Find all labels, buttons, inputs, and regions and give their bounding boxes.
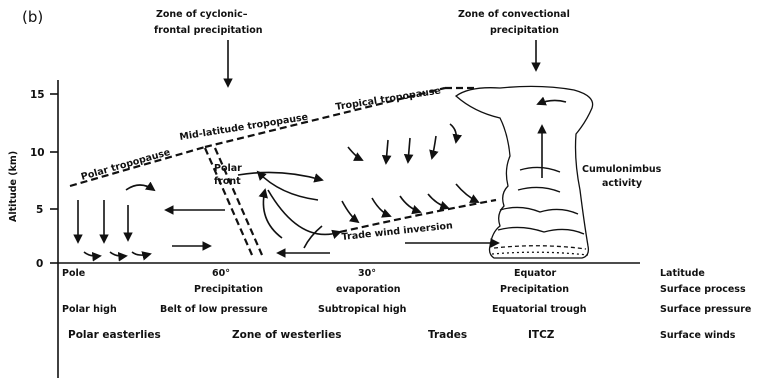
hadley-down-arrow-9 <box>428 194 448 208</box>
convectional-zone-label-1: Zone of convectional <box>458 9 570 20</box>
y-tick-label-5: 5 <box>36 204 43 216</box>
polar-cell-arrow-7 <box>132 252 150 255</box>
polar-front-label-2: front <box>214 176 241 187</box>
cloud-top-arrow <box>538 100 566 104</box>
lat-equator: Equator <box>514 268 557 279</box>
polar-front-label-1: Polar <box>214 163 242 174</box>
pressure-subtropical-high: Subtropical high <box>318 304 407 315</box>
pressure-equatorial-trough: Equatorial trough <box>492 304 587 315</box>
y-axis-label: Altitude (km) <box>8 151 19 222</box>
polar-cell-arrow-6 <box>110 252 126 256</box>
process-precip-eq: Precipitation <box>500 284 569 295</box>
cyclonic-zone-label-2: frontal precipitation <box>154 25 263 36</box>
y-tick-label-15: 15 <box>30 89 45 101</box>
cloud-texture-1 <box>500 207 578 214</box>
winds-polar-easterlies: Polar easterlies <box>68 329 161 341</box>
cyclonic-zone-label-1: Zone of cyclonic– <box>156 9 248 20</box>
process-legend: Surface process <box>660 284 746 295</box>
lat-legend: Latitude <box>660 268 705 279</box>
lat-60: 60° <box>212 268 230 279</box>
y-tick-label-10: 10 <box>30 147 45 159</box>
winds-legend: Surface winds <box>660 330 736 341</box>
winds-trades: Trades <box>428 329 467 341</box>
trade-wind-inversion-label: Trade wind inversion <box>341 220 453 243</box>
cumulonimbus-label-2: activity <box>602 178 643 189</box>
lat-30: 30° <box>358 268 376 279</box>
polar-cell-arrow-3 <box>126 185 154 190</box>
hadley-down-arrow-1 <box>348 147 362 160</box>
lat-pole: Pole <box>62 268 85 279</box>
pressure-low-belt: Belt of low pressure <box>160 304 268 315</box>
hadley-down-arrow-6 <box>342 201 358 222</box>
mid-cell-curve <box>304 226 322 248</box>
polar-tropopause-label: Polar tropopause <box>80 147 172 183</box>
cloud-texture-3 <box>518 187 560 192</box>
pressure-polar-high: Polar high <box>62 304 117 315</box>
hadley-down-arrow-2 <box>386 140 388 163</box>
cloud-base-dashes <box>494 246 586 249</box>
hadley-down-arrow-10 <box>456 184 478 202</box>
hadley-down-arrow-7 <box>372 198 390 216</box>
cumulonimbus-cloud <box>456 86 593 258</box>
rain-dots <box>492 252 588 255</box>
cumulonimbus-label-1: Cumulonimbus <box>582 164 662 175</box>
process-precip-60: Precipitation <box>194 284 263 295</box>
process-evap-30: evaporation <box>336 284 401 295</box>
hadley-down-arrow-4 <box>432 136 436 158</box>
hadley-down-arrow-3 <box>408 138 410 162</box>
cloud-texture-4 <box>520 167 560 172</box>
panel-label: (b) <box>22 8 43 26</box>
hadley-down-arrow-5 <box>450 124 456 142</box>
tropical-tropopause-label: Tropical tropopause <box>335 85 442 113</box>
y-tick-label-0: 0 <box>36 258 43 270</box>
pressure-legend: Surface pressure <box>660 304 751 315</box>
winds-itcz: ITCZ <box>528 329 555 341</box>
convectional-zone-label-2: precipitation <box>490 25 559 36</box>
cloud-texture-2 <box>498 227 584 234</box>
mid-cell-arrow-1 <box>238 172 322 180</box>
polar-cell-arrow-5 <box>84 252 100 256</box>
hadley-down-arrow-8 <box>400 196 420 212</box>
winds-westerlies: Zone of westerlies <box>232 329 341 341</box>
